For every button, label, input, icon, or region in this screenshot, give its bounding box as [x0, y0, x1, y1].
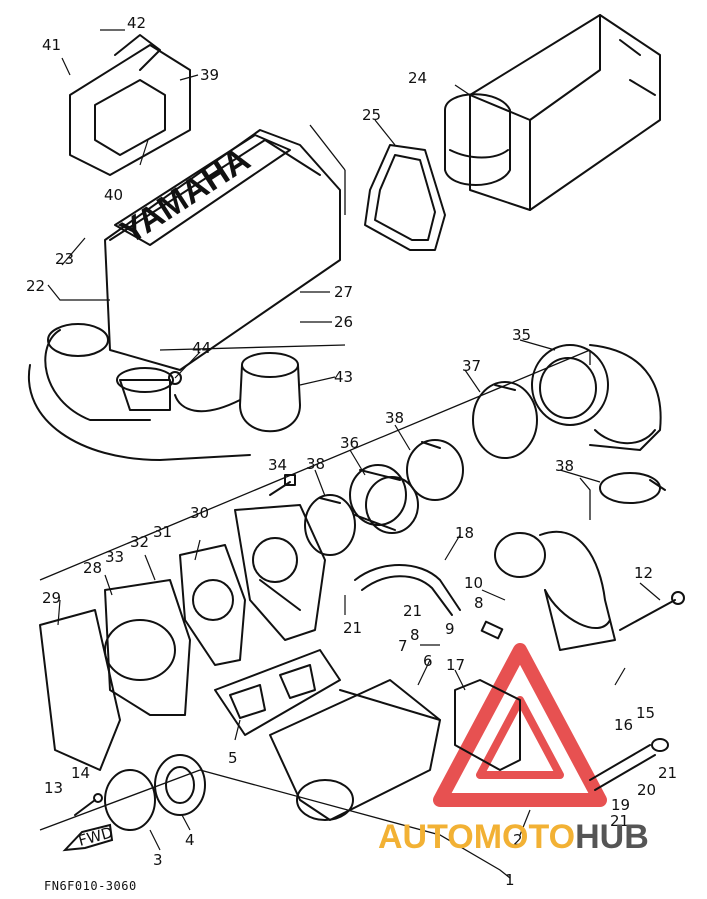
part-18-hose: [354, 564, 461, 616]
part-31-gasket: [179, 544, 246, 666]
part-3-cover: [104, 769, 156, 831]
part-34-bolt: [269, 474, 296, 496]
callout-15: 15: [636, 704, 655, 722]
callout-1: 1: [505, 871, 515, 889]
part-38-clamp-middle: [304, 494, 356, 556]
part-9-fitting: [480, 620, 504, 640]
callout-2: 2: [513, 831, 523, 849]
part-17-gasket: [454, 679, 521, 771]
callout-39: 39: [200, 66, 219, 84]
callout-28: 28: [83, 559, 102, 577]
callout-8a: 8: [410, 626, 420, 644]
part-4-flange: [154, 754, 206, 816]
watermark-hub: HUB: [575, 818, 649, 856]
part-29-plate: [39, 609, 121, 771]
watermark-wordmark: AUTOMOTOHUB: [378, 818, 649, 856]
callout-31: 31: [153, 523, 172, 541]
part-39-bracket: [69, 34, 191, 176]
part-35-elbow: [531, 344, 662, 451]
callout-42: 42: [127, 14, 146, 32]
callout-9: 9: [445, 620, 455, 638]
part-22-inlet-pipe: [27, 323, 251, 461]
callout-41: 41: [42, 36, 61, 54]
fwd-arrow-icon: FWD: [62, 823, 115, 852]
part-37-clamp: [472, 381, 538, 459]
callout-19: 19: [611, 796, 630, 814]
part-5-gasket: [214, 649, 341, 736]
callout-14: 14: [71, 764, 90, 782]
callout-21b: 21: [343, 619, 362, 637]
callout-labels: 1 2 3 4 5 6 7 8 8 9 10 12 13 14 15 16 17…: [26, 14, 677, 889]
part-22-muffler: [104, 129, 341, 371]
callout-38b: 38: [306, 455, 325, 473]
callout-21d: 21: [610, 812, 629, 830]
callout-27: 27: [334, 283, 353, 301]
callout-26: 26: [334, 313, 353, 331]
callout-22: 22: [26, 277, 45, 295]
callout-44: 44: [192, 339, 211, 357]
callout-43: 43: [334, 368, 353, 386]
part-25-gasket: [364, 144, 446, 251]
callout-37: 37: [462, 357, 481, 375]
callout-24: 24: [408, 69, 427, 87]
callout-34: 34: [268, 456, 287, 474]
watermark-triangle: [433, 643, 607, 807]
part-30-manifold: [234, 504, 326, 641]
yamaha-emboss-text: YAMAHA: [114, 140, 257, 251]
part-12-bolt: [619, 591, 685, 631]
callout-20: 20: [637, 781, 656, 799]
part-36-coupling: [349, 464, 419, 534]
callout-36: 36: [340, 434, 359, 452]
callout-23: 23: [55, 250, 74, 268]
part-13-bolt: [74, 793, 103, 816]
callout-6: 6: [423, 652, 433, 670]
callout-3: 3: [153, 851, 163, 869]
callout-21c: 21: [658, 764, 677, 782]
callout-40: 40: [104, 186, 123, 204]
fwd-label: FWD: [76, 823, 114, 849]
part-19-sensor: [589, 738, 669, 791]
callout-33: 33: [105, 548, 124, 566]
callout-38c: 38: [555, 457, 574, 475]
callout-29: 29: [42, 589, 61, 607]
part-44-clamp: [116, 367, 182, 393]
part-1-exhaust-manifold: [269, 679, 441, 821]
part-43-hose: [174, 352, 301, 433]
callout-25: 25: [362, 106, 381, 124]
watermark-auto: AUTO: [378, 818, 474, 856]
callout-leader-lines: [47, 29, 661, 851]
callout-32: 32: [130, 533, 149, 551]
callout-13: 13: [44, 779, 63, 797]
callout-30: 30: [190, 504, 209, 522]
part-28-flange: [104, 579, 191, 716]
callout-18: 18: [455, 524, 474, 542]
assembly-boundary-lines: [39, 124, 591, 879]
callout-16: 16: [614, 716, 633, 734]
callout-4: 4: [185, 831, 195, 849]
callout-38a: 38: [385, 409, 404, 427]
callout-12: 12: [634, 564, 653, 582]
watermark-moto: MOTO: [474, 818, 575, 856]
callout-7: 7: [398, 637, 408, 655]
callout-8b: 8: [474, 594, 484, 612]
part-24-exhaust-chamber: [444, 14, 661, 211]
callout-10: 10: [464, 574, 483, 592]
callout-5: 5: [228, 749, 238, 767]
callout-17: 17: [446, 656, 465, 674]
part-38-clamp-right: [599, 472, 666, 504]
callout-21a: 21: [403, 602, 422, 620]
part-38-clamp-upper: [406, 439, 464, 501]
diagram-code: FN6F010-3060: [44, 879, 137, 893]
callout-35: 35: [512, 326, 531, 344]
part-10-elbow: [494, 530, 616, 651]
